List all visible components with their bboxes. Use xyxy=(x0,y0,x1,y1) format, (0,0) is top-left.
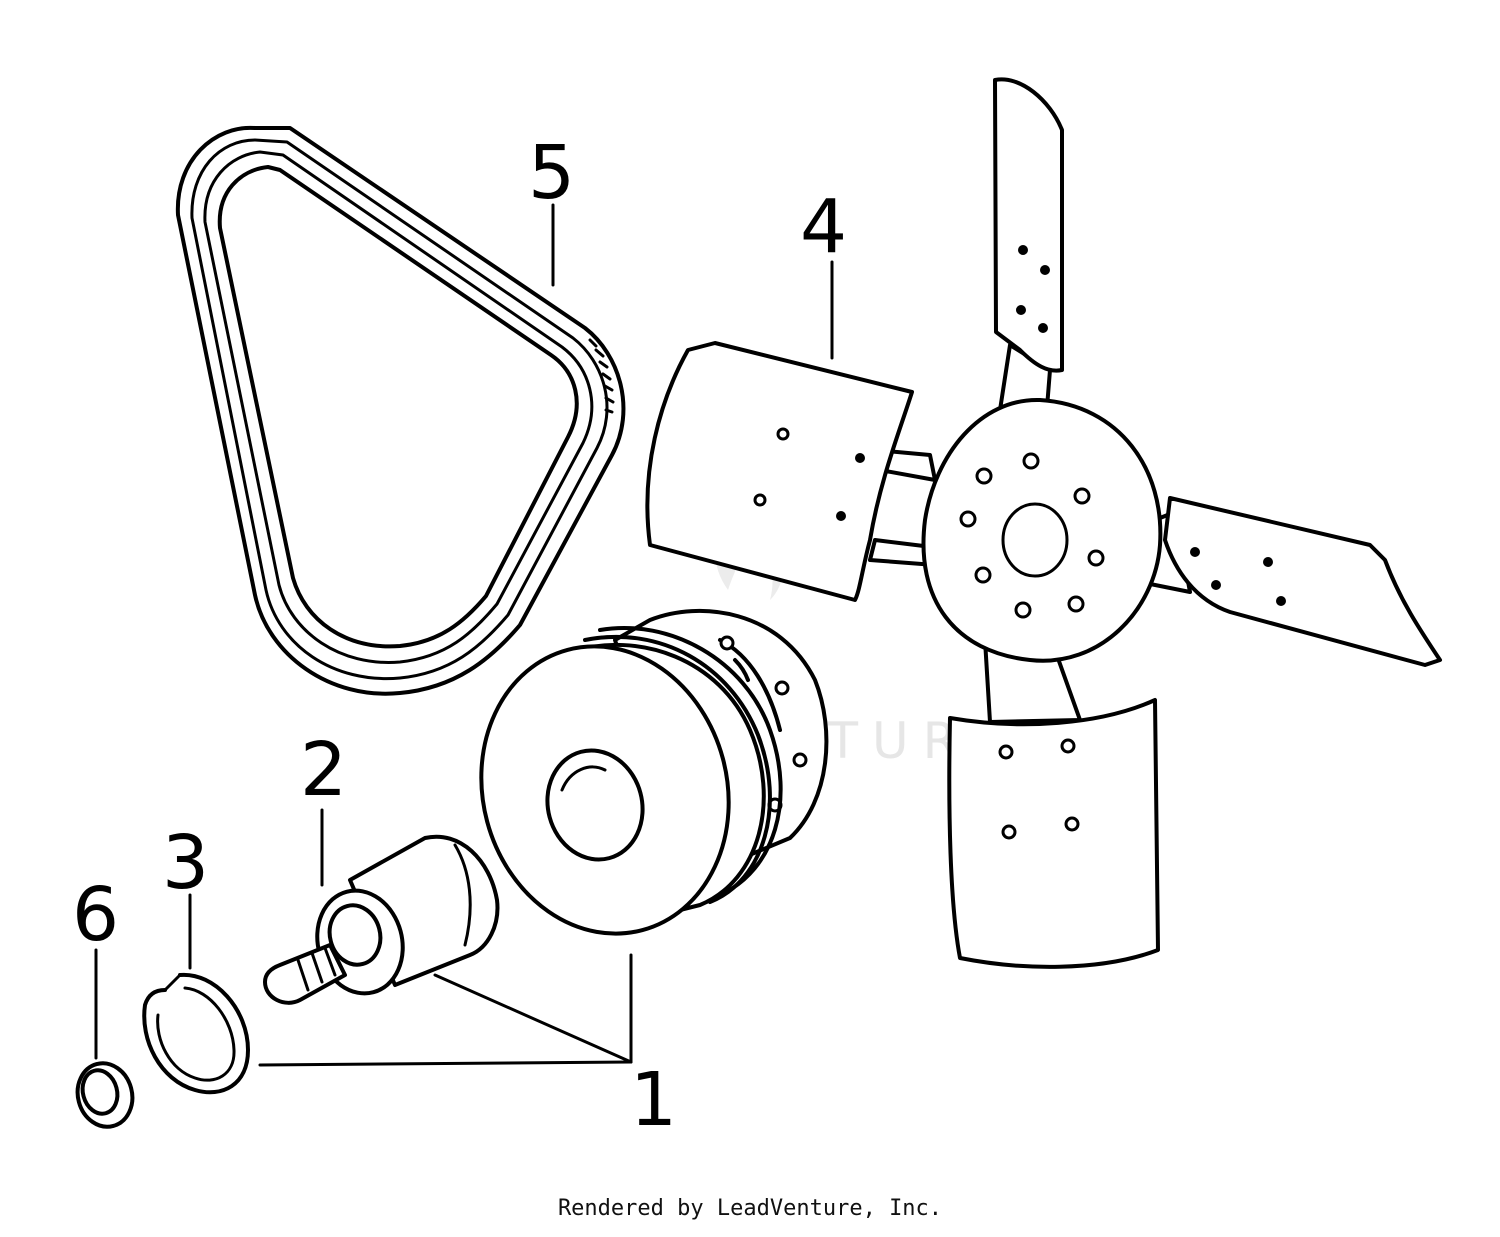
callout-2: 2 xyxy=(300,727,347,813)
callout-labels: 1 2 3 4 5 6 xyxy=(72,130,847,1143)
fan-blade-bottom xyxy=(947,698,1160,969)
fan-blade-right xyxy=(1163,496,1442,667)
v-belt xyxy=(175,125,626,696)
leader-lines xyxy=(94,203,834,1067)
fan-blade-left xyxy=(645,341,914,602)
blade-rivets xyxy=(753,245,1286,840)
seal xyxy=(75,1061,135,1129)
pulley xyxy=(479,608,829,936)
fan-assembly xyxy=(645,77,1442,969)
callout-3: 3 xyxy=(162,820,209,906)
hub-bolt-holes xyxy=(959,452,1105,619)
shaft-bearing xyxy=(263,834,500,1005)
callout-1: 1 xyxy=(630,1057,677,1143)
fan-center-bore xyxy=(1001,502,1069,578)
snap-ring xyxy=(142,972,250,1095)
callout-5: 5 xyxy=(528,130,575,216)
fan-blade-top xyxy=(993,77,1064,373)
render-credit: Rendered by LeadVenture, Inc. xyxy=(557,1196,943,1221)
callout-4: 4 xyxy=(800,184,847,270)
callout-6: 6 xyxy=(72,872,119,958)
